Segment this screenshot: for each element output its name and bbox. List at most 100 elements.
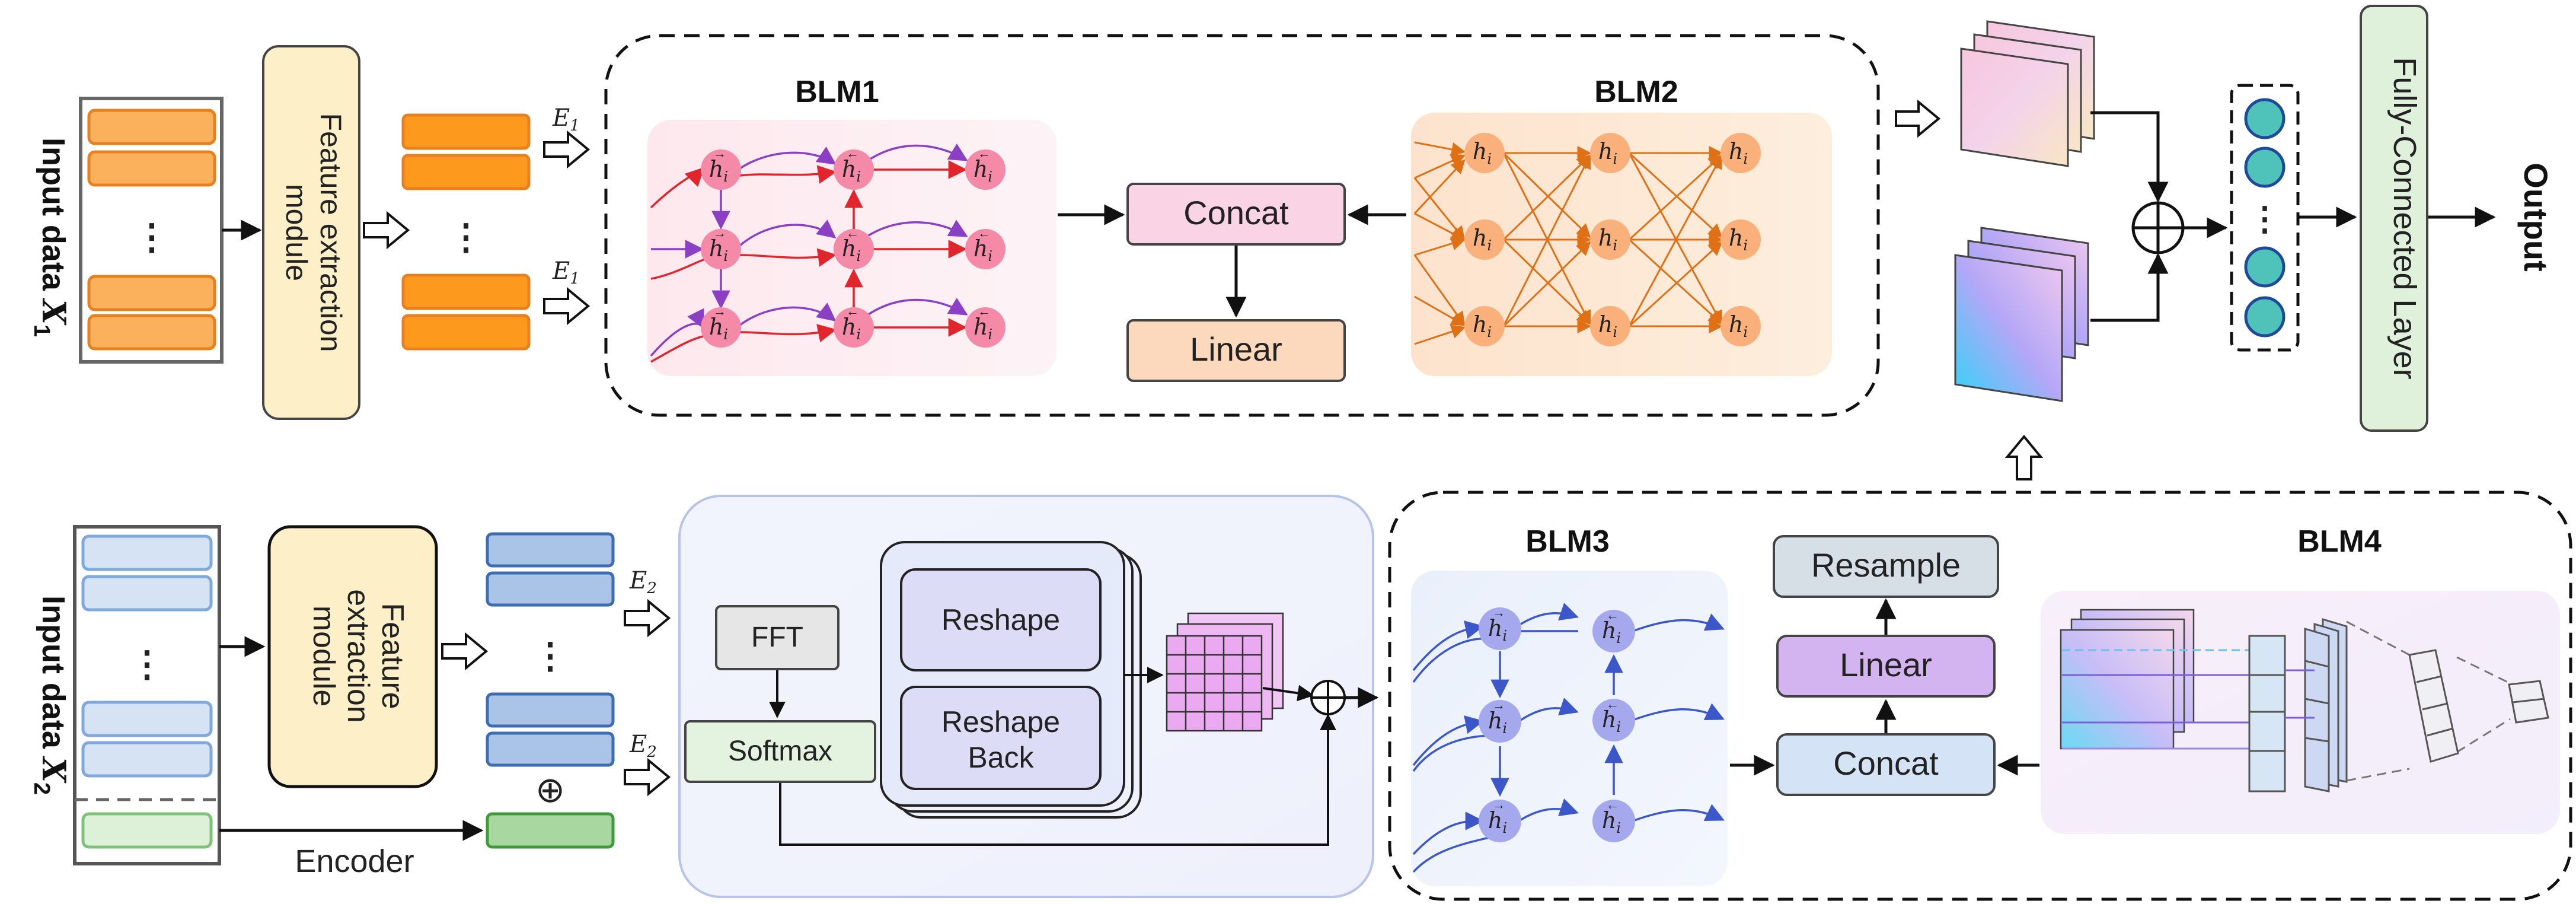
fused-vector-nodes xyxy=(2244,98,2285,338)
svg-text:hi: hi xyxy=(1598,225,1617,254)
concat-label-top: Concat xyxy=(1183,194,1289,231)
x2-embedding-ellipsis: ⋮ xyxy=(532,636,568,676)
svg-text:hi: hi xyxy=(1602,807,1621,836)
e1-label-bottom: E1 xyxy=(552,257,580,288)
resample-label: Resample xyxy=(1811,546,1961,584)
svg-text:hi: hi xyxy=(1488,615,1507,644)
hollow-arrow-fe2-out xyxy=(441,632,489,671)
arrow-top-maps-to-add xyxy=(2090,111,2169,203)
linear-box-top xyxy=(1126,319,1346,382)
concat-label-bottom: Concat xyxy=(1833,744,1939,782)
resample-box xyxy=(1773,535,1999,598)
blm3-nodes xyxy=(1479,607,1635,842)
encoder-label: Encoder xyxy=(295,843,414,879)
blm4-feature-maps xyxy=(2060,609,2195,750)
svg-text:hi: hi xyxy=(1488,708,1507,737)
linear-label-bottom: Linear xyxy=(1840,646,1932,683)
fft-box xyxy=(715,605,839,670)
svg-text:hi: hi xyxy=(709,235,728,265)
blm3-title: BLM3 xyxy=(1525,524,1610,559)
svg-text:→: → xyxy=(1492,698,1505,712)
concat-box-bottom xyxy=(1776,733,1996,796)
x2-embedding-tokens xyxy=(486,532,615,767)
reshape-label: Reshape xyxy=(941,603,1060,636)
svg-text:→: → xyxy=(1492,797,1505,812)
add-operator-bottom xyxy=(1310,680,1346,715)
input-x1-tokens xyxy=(87,109,216,351)
linear-label-top: Linear xyxy=(1190,330,1282,368)
x2-embedding-add-symbol: ⊕ xyxy=(535,770,565,810)
fully-connected-layer xyxy=(2360,5,2428,432)
fe1-label: Feature extractionmodule xyxy=(280,113,347,352)
blm3-direction-marks: → ← → ← → ← xyxy=(1492,605,1619,812)
output-label: Output xyxy=(2517,163,2555,271)
blm4-column-vector xyxy=(2248,635,2286,792)
svg-text:→: → xyxy=(713,304,726,319)
svg-text:hi: hi xyxy=(1473,138,1492,167)
hollow-arrow-e1-bottom xyxy=(543,287,590,326)
blm1-connections xyxy=(650,143,968,363)
blm3-node-labels: hi hi hi hi hi hi xyxy=(1488,615,1621,836)
input-x2-extra-token xyxy=(81,812,213,849)
svg-text:hi: hi xyxy=(1602,706,1621,736)
svg-text:hi: hi xyxy=(1473,225,1492,254)
blm1-nodes xyxy=(701,149,1005,348)
svg-text:hi: hi xyxy=(709,314,728,343)
fe2-label: Featureextractionmodule xyxy=(307,589,410,722)
blm2-title: BLM2 xyxy=(1594,75,1678,109)
blm4-stacked-vectors xyxy=(2285,617,2348,792)
feature-extraction-module-2 xyxy=(267,525,438,788)
feature-extraction-module-1 xyxy=(262,45,360,420)
svg-text:→: → xyxy=(713,146,726,161)
svg-text:hi: hi xyxy=(973,314,992,343)
svg-text:→: → xyxy=(713,225,726,240)
svg-text:hi: hi xyxy=(973,156,992,185)
svg-text:←: ← xyxy=(1606,696,1619,711)
hollow-arrow-e2-top xyxy=(624,599,671,638)
fused-vector-ellipsis: ⋮ xyxy=(2248,200,2281,237)
blm1-direction-marks: → ← ← → ← ← → ← ← xyxy=(713,146,991,319)
hollow-arrow-to-feature-maps xyxy=(1895,99,1941,138)
svg-text:hi: hi xyxy=(842,156,861,185)
fused-vector-box xyxy=(2230,84,2300,352)
input-x2-ellipsis: ⋮ xyxy=(129,644,165,684)
blm4-projection-dashes xyxy=(2346,620,2511,782)
hollow-arrow-bottom-to-feature-maps xyxy=(2004,434,2044,480)
arrow-grid-to-add xyxy=(1262,685,1314,702)
svg-text:←: ← xyxy=(1606,607,1619,622)
feature-maps-bottom xyxy=(1954,227,2089,402)
blm4-projected-vector xyxy=(2408,649,2549,763)
svg-text:hi: hi xyxy=(1598,311,1617,340)
reshape-box xyxy=(900,568,1102,671)
x2-encoded-token xyxy=(486,812,615,849)
arrow-bottom-maps-to-add xyxy=(2090,253,2169,322)
svg-text:←: ← xyxy=(978,225,991,240)
svg-text:hi: hi xyxy=(709,156,728,185)
svg-text:←: ← xyxy=(846,225,859,240)
add-operator-top xyxy=(2131,201,2185,254)
blm1-node-labels: hi hi hi hi hi hi hi hi hi xyxy=(709,156,992,343)
svg-text:hi: hi xyxy=(1473,311,1492,340)
blm4-projection-lines xyxy=(2062,649,2253,750)
input-x1-ellipsis: ⋮ xyxy=(134,217,170,257)
svg-text:hi: hi xyxy=(1729,138,1748,167)
input-x2-label: Input data X2 xyxy=(29,596,73,795)
softmax-box xyxy=(684,720,876,783)
grid-tensor xyxy=(1166,612,1284,732)
e2-label-top: E2 xyxy=(629,567,657,597)
x1-embedding-ellipsis: ⋮ xyxy=(448,217,484,257)
svg-text:hi: hi xyxy=(1729,311,1748,340)
svg-text:←: ← xyxy=(846,146,859,161)
blm1-title: BLM1 xyxy=(795,75,879,109)
arrow-softmax-skip xyxy=(779,714,1336,846)
top-dashed-module xyxy=(604,34,1880,417)
svg-text:←: ← xyxy=(978,146,991,161)
svg-text:Input data X2: Input data X2 xyxy=(29,596,73,795)
fc-label: Fully-Connected Layer xyxy=(2387,57,2422,379)
fft-label: FFT xyxy=(751,622,803,653)
svg-text:hi: hi xyxy=(973,235,992,265)
softmax-label: Softmax xyxy=(728,736,832,767)
input-x2-tokens xyxy=(81,534,213,778)
